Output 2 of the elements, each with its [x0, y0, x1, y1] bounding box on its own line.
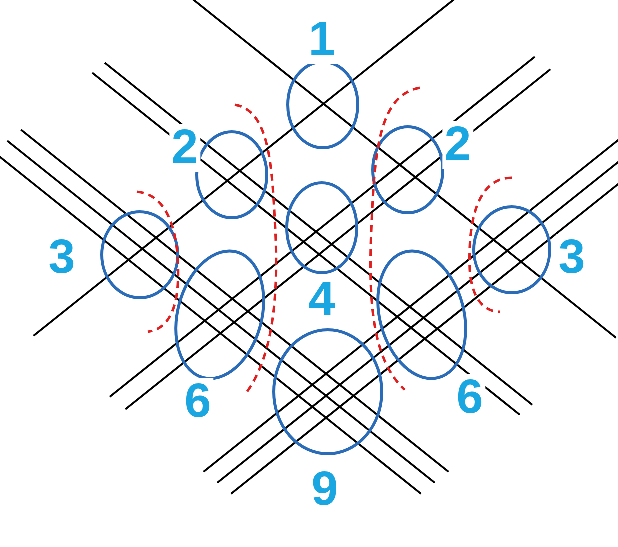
digit-label: 2 [170, 124, 200, 172]
digit-label: 2 [442, 121, 474, 169]
